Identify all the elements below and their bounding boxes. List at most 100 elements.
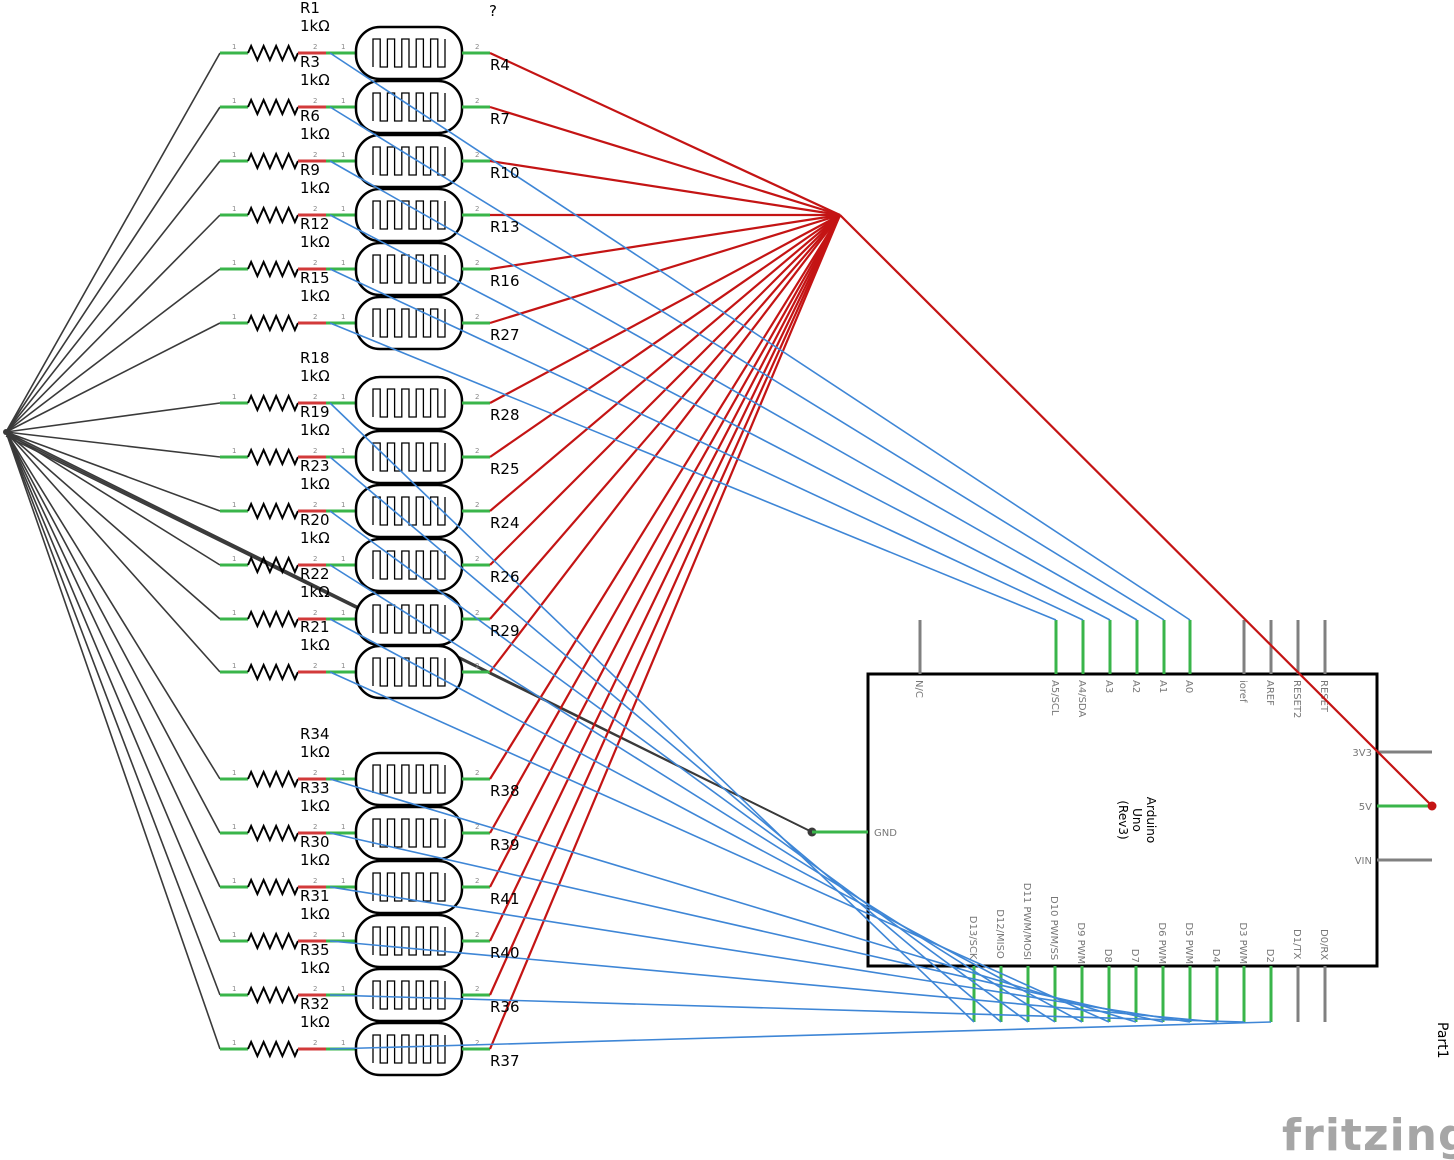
resistor-value: 1kΩ bbox=[300, 179, 330, 197]
ground-wire[interactable] bbox=[5, 431, 221, 780]
resistor-name: R32 bbox=[300, 995, 330, 1013]
resistor-symbol[interactable] bbox=[247, 313, 299, 333]
ground-wire[interactable] bbox=[5, 160, 221, 433]
signal-wire[interactable] bbox=[329, 618, 1083, 1023]
ground-wire[interactable] bbox=[5, 431, 221, 620]
signal-wire[interactable] bbox=[329, 510, 1029, 1023]
pin-number: 2 bbox=[313, 447, 317, 455]
signal-wire[interactable] bbox=[329, 214, 1111, 621]
resistor-symbol[interactable] bbox=[247, 931, 299, 951]
ground-wire[interactable] bbox=[5, 106, 221, 433]
ground-wire[interactable] bbox=[5, 402, 221, 433]
power-wire[interactable] bbox=[489, 52, 841, 216]
power-wire[interactable] bbox=[489, 214, 841, 673]
ground-wire[interactable] bbox=[5, 431, 221, 458]
resistor-symbol[interactable] bbox=[247, 393, 299, 413]
resistor-value: 1kΩ bbox=[300, 233, 330, 251]
resistor-symbol[interactable] bbox=[247, 97, 299, 117]
resistor-symbol[interactable] bbox=[247, 151, 299, 171]
arduino-body[interactable] bbox=[866, 672, 1379, 968]
signal-wire[interactable] bbox=[329, 268, 1084, 621]
pin-label: A0 bbox=[1183, 680, 1194, 693]
power-wire[interactable] bbox=[489, 214, 841, 458]
power-wire[interactable] bbox=[489, 214, 841, 404]
ground-wire[interactable] bbox=[5, 431, 221, 1050]
power-wire[interactable] bbox=[488, 214, 842, 996]
pin-number: 1 bbox=[232, 555, 236, 563]
pin-label: D7 bbox=[1129, 949, 1140, 963]
resistor-symbol[interactable] bbox=[247, 43, 299, 63]
ground-wire[interactable] bbox=[5, 431, 221, 942]
pin-number: 2 bbox=[313, 205, 317, 213]
photoresistor-trace bbox=[372, 980, 446, 1010]
resistor-symbol[interactable] bbox=[247, 877, 299, 897]
photoresistor-name: R28 bbox=[490, 406, 520, 424]
power-wire[interactable] bbox=[489, 159, 841, 217]
resistor-symbol[interactable] bbox=[247, 205, 299, 225]
power-wire[interactable] bbox=[489, 214, 841, 566]
photoresistor-name: R27 bbox=[490, 326, 520, 344]
pin-number: 2 bbox=[475, 985, 479, 993]
ground-wire[interactable] bbox=[5, 322, 221, 433]
signal-wire[interactable] bbox=[329, 671, 1110, 1023]
power-wire[interactable] bbox=[489, 213, 841, 271]
signal-wire[interactable] bbox=[329, 52, 1191, 621]
signal-wire[interactable] bbox=[329, 160, 1138, 621]
signal-wire[interactable] bbox=[329, 886, 1191, 1023]
ground-wire[interactable] bbox=[5, 52, 221, 433]
resistor-symbol[interactable] bbox=[247, 447, 299, 467]
signal-wire[interactable] bbox=[329, 106, 1165, 621]
pin-number: 1 bbox=[341, 313, 345, 321]
ground-wire[interactable] bbox=[5, 431, 221, 834]
resistor-symbol[interactable] bbox=[247, 1039, 299, 1059]
power-wire[interactable] bbox=[839, 214, 1433, 807]
ground-wire[interactable] bbox=[5, 268, 221, 433]
component-labels: R11kΩR4R31kΩR7R61kΩR10R91kΩR13R121kΩR16R… bbox=[300, 0, 520, 1070]
power-wire[interactable] bbox=[489, 214, 841, 834]
resistor-symbol[interactable] bbox=[247, 609, 299, 629]
photoresistor-trace bbox=[372, 872, 446, 902]
resistor-symbol[interactable] bbox=[247, 501, 299, 521]
power-wire[interactable] bbox=[488, 214, 842, 1050]
signal-wire[interactable] bbox=[329, 456, 1002, 1023]
power-wire[interactable] bbox=[489, 105, 841, 217]
ground-wire[interactable] bbox=[5, 431, 221, 996]
resistor-symbol[interactable] bbox=[247, 259, 299, 279]
signal-wire[interactable] bbox=[329, 1021, 1272, 1050]
resistor-value: 1kΩ bbox=[300, 905, 330, 923]
photoresistor-trace bbox=[372, 254, 446, 284]
signal-wire[interactable] bbox=[329, 402, 975, 1023]
pin-label: D9 PWM bbox=[1075, 922, 1086, 964]
power-wire[interactable] bbox=[489, 213, 841, 325]
resistor-name: R33 bbox=[300, 779, 330, 797]
ground-wire[interactable] bbox=[5, 431, 221, 673]
power-wire[interactable] bbox=[489, 214, 841, 942]
resistor-name: R6 bbox=[300, 107, 320, 125]
power-wire[interactable] bbox=[489, 214, 841, 888]
signal-wire[interactable] bbox=[329, 778, 1137, 1023]
signal-wire[interactable] bbox=[329, 322, 1057, 621]
power-wire[interactable] bbox=[489, 214, 841, 780]
resistor-symbol[interactable] bbox=[247, 985, 299, 1005]
pin-label: 5V bbox=[1359, 802, 1372, 813]
resistor-value: 1kΩ bbox=[300, 851, 330, 869]
pin-label: VIN bbox=[1355, 856, 1372, 867]
power-wire[interactable] bbox=[489, 214, 841, 620]
power-wire[interactable] bbox=[489, 214, 841, 512]
pin-label: D3 PWM bbox=[1237, 922, 1248, 964]
signal-wire[interactable] bbox=[329, 994, 1245, 1023]
signal-wire[interactable] bbox=[329, 832, 1164, 1023]
ground-wire[interactable] bbox=[5, 214, 221, 433]
resistor-symbol[interactable] bbox=[247, 769, 299, 789]
signal-wire[interactable] bbox=[329, 564, 1056, 1023]
resistor-symbol[interactable] bbox=[247, 662, 299, 682]
ground-wire[interactable] bbox=[5, 431, 221, 888]
resistor-symbol[interactable] bbox=[247, 555, 299, 575]
signal-wire[interactable] bbox=[329, 940, 1218, 1023]
ground-wire[interactable] bbox=[5, 431, 221, 512]
resistor-symbol[interactable] bbox=[247, 823, 299, 843]
pin-number: 1 bbox=[232, 151, 236, 159]
pin-label: D6 PWM bbox=[1156, 922, 1167, 964]
